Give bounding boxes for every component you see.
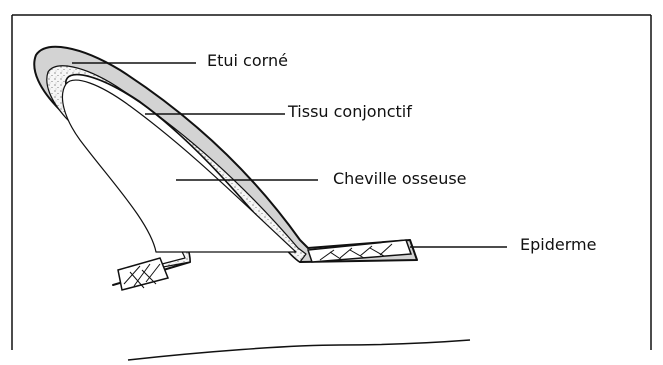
label-epiderme: Epiderme: [520, 236, 596, 254]
label-cheville-osseuse: Cheville osseuse: [333, 170, 467, 188]
label-tissu-conjonctif: Tissu conjonctif: [288, 103, 412, 121]
label-etui-corne: Etui corné: [207, 52, 288, 70]
bone-core: [62, 80, 296, 252]
ground-line: [128, 340, 470, 360]
